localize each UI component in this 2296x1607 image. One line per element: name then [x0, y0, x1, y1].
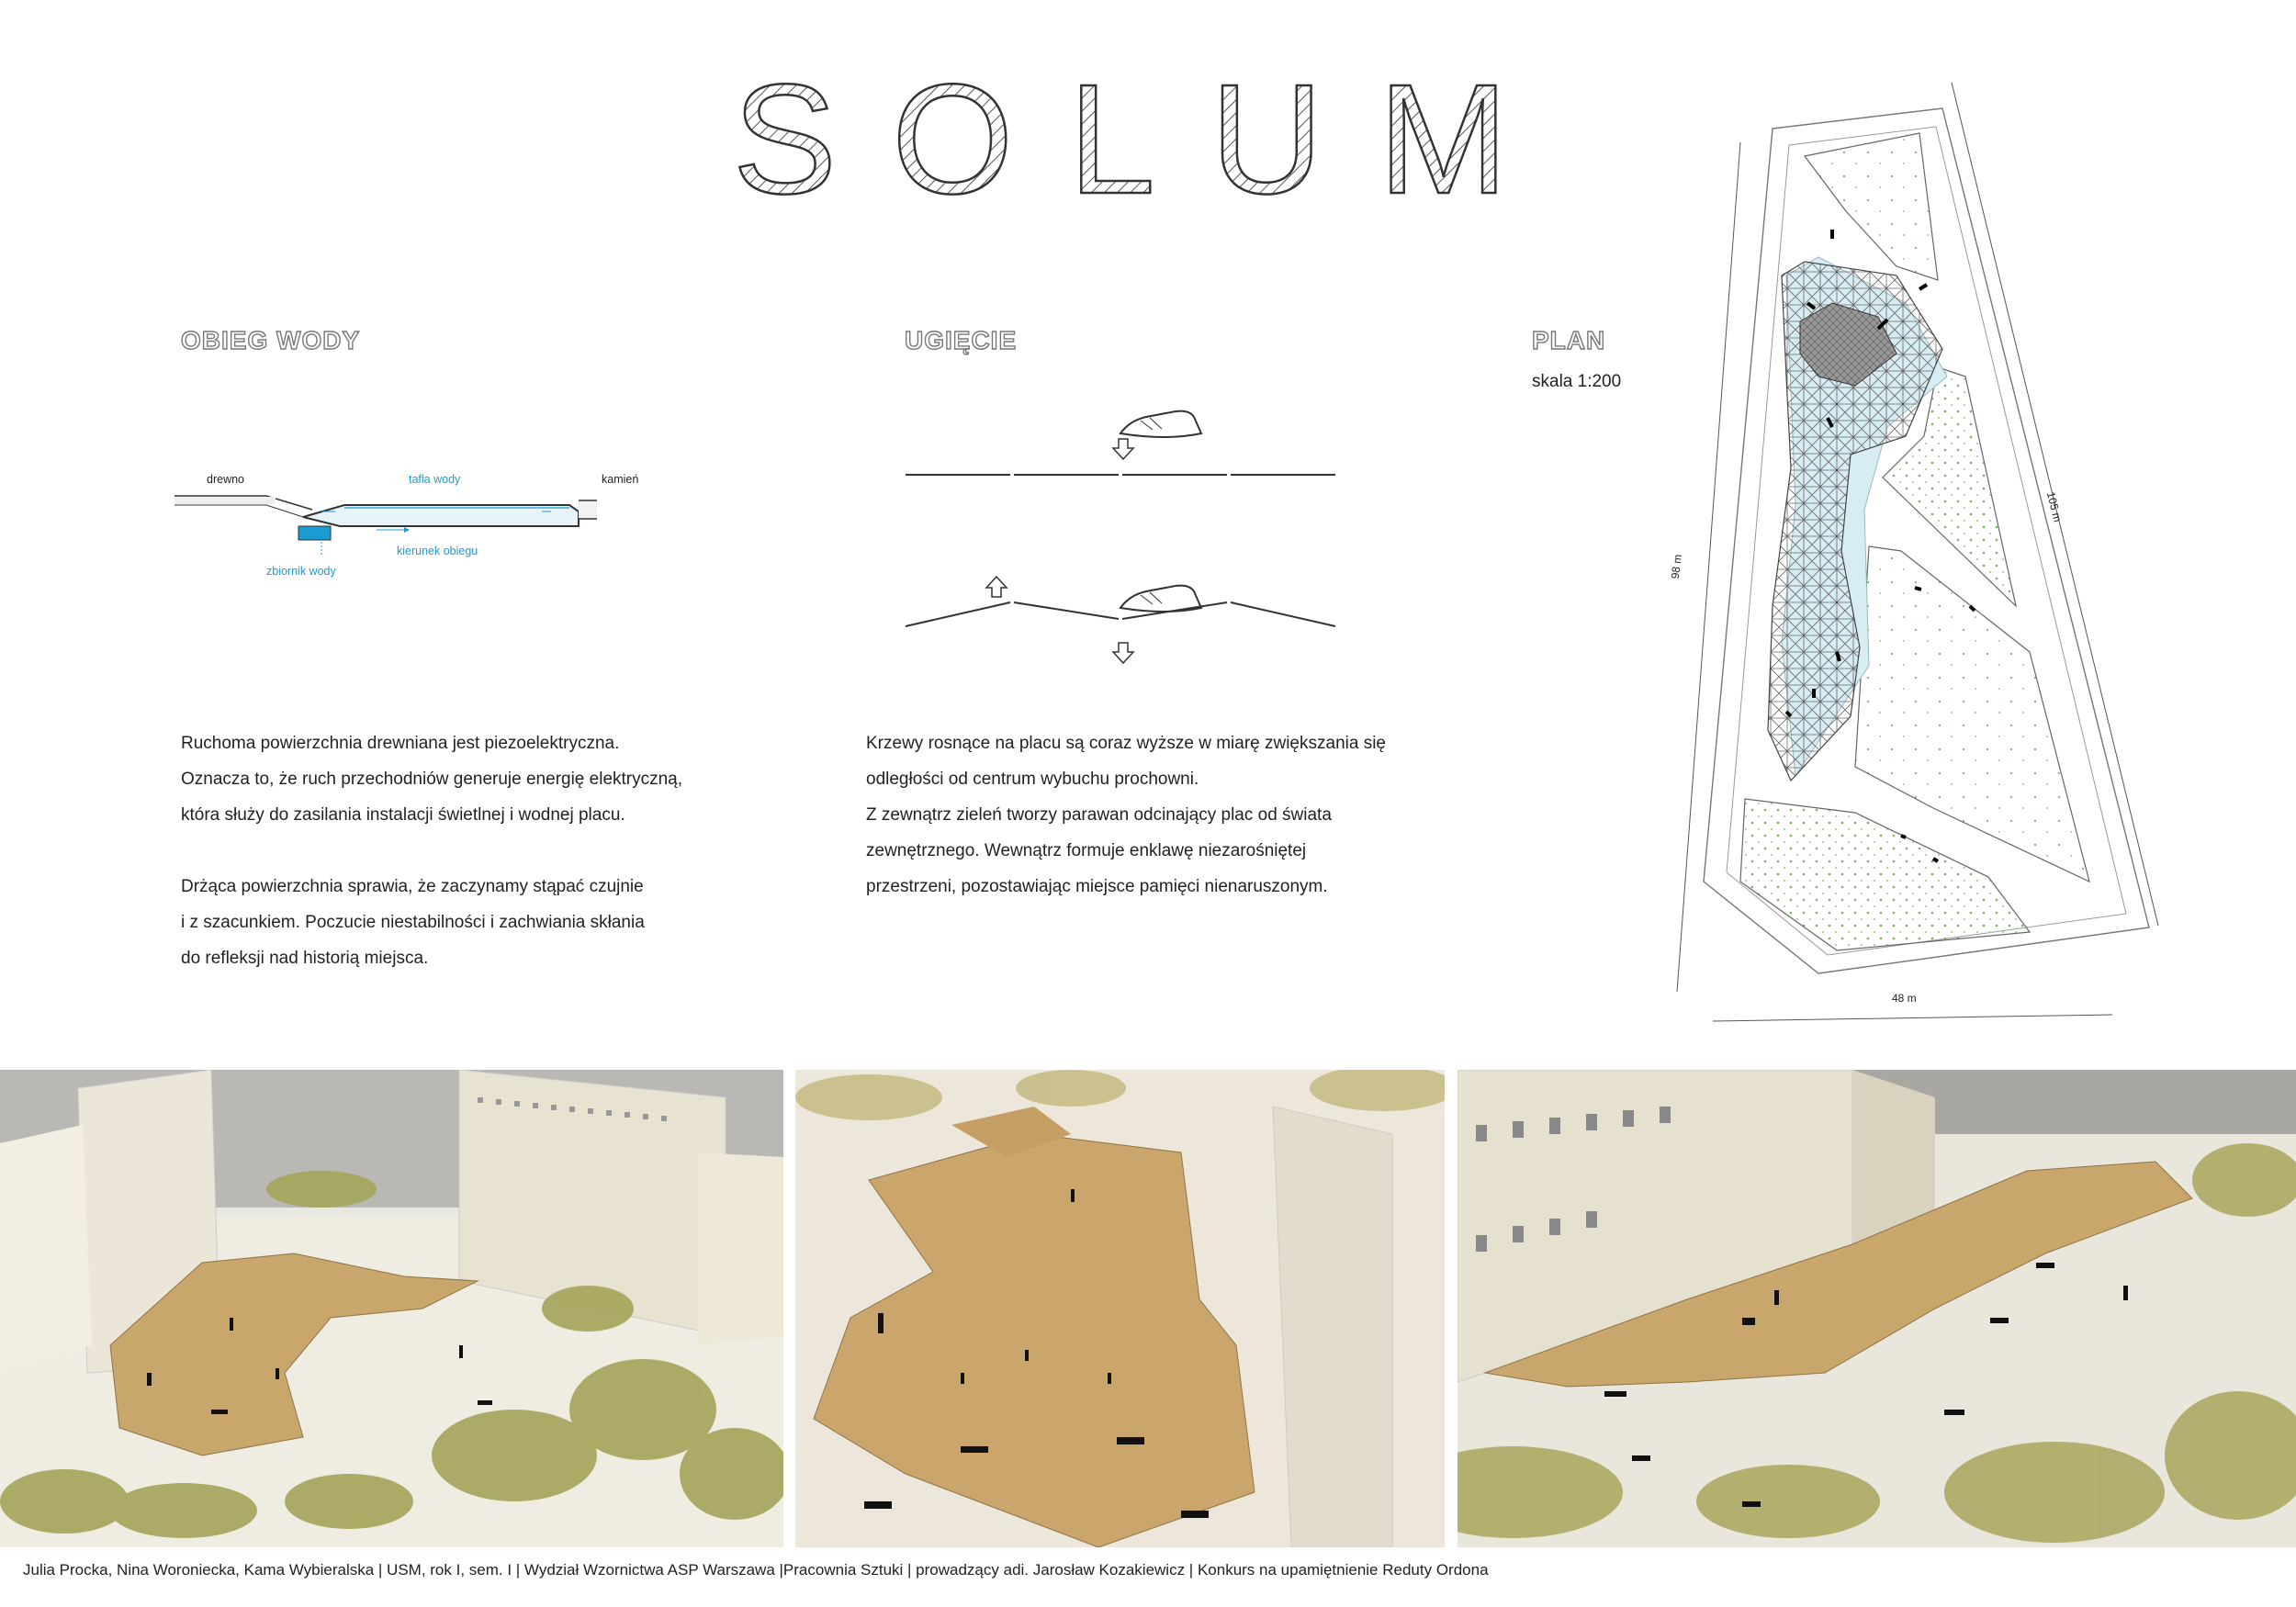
- text-line: Krzewy rosnące na placu są coraz wyższe …: [866, 734, 1386, 753]
- model-photo-1: [0, 1070, 783, 1547]
- shoe-icon-bottom: [1119, 584, 1203, 612]
- heading-plan: PLAN: [1531, 325, 1606, 354]
- label-water-surface: tafla wody: [409, 473, 461, 486]
- text-line: do refleksji nad historią miejsca.: [181, 949, 429, 968]
- water-cycle-diagram: drewno tafla wody kamień kierunek obiegu…: [174, 464, 638, 592]
- text-shrubs-description: Krzewy rosnące na placu są coraz wyższe …: [866, 725, 1454, 905]
- title-text: SOLUM: [735, 55, 1561, 220]
- shoe-icon-top: [1119, 410, 1203, 438]
- text-line: Z zewnątrz zieleń tworzy parawan odcinaj…: [866, 805, 1332, 825]
- text-line: Drżąca powierzchnia sprawia, że zaczynam…: [181, 877, 644, 896]
- label-circulation: kierunek obiegu: [397, 545, 478, 557]
- label-stone: kamień: [602, 473, 639, 486]
- text-line: zewnętrznego. Wewnątrz formuje enklawę n…: [866, 841, 1307, 860]
- text-water-description: Ruchoma powierzchnia drewniana jest piez…: [181, 725, 778, 976]
- deflection-diagram: [905, 410, 1336, 665]
- text-line: Ruchoma powierzchnia drewniana jest piez…: [181, 734, 620, 753]
- arrow-down-icon: [1111, 642, 1135, 665]
- model-photo-3: [1458, 1070, 2296, 1547]
- heading-deflection: UGIĘCIE: [904, 325, 1018, 354]
- heading-water-cycle: OBIEG WODY: [180, 325, 361, 354]
- text-line: i z szacunkiem. Poczucie niestabilności …: [181, 913, 645, 932]
- arrow-up-icon: [985, 575, 1008, 598]
- text-line: przestrzeni, pozostawiając miejsce pamię…: [866, 877, 1328, 896]
- text-line: Oznacza to, że ruch przechodniów generuj…: [181, 770, 683, 789]
- arrow-down-icon: [1111, 438, 1135, 461]
- label-tank: zbiornik wody: [266, 565, 336, 578]
- text-line: odległości od centrum wybuchu prochowni.: [866, 770, 1199, 789]
- site-plan: 98 m 105 m 48 m: [1669, 73, 2167, 1038]
- text-line: która służy do zasilania instalacji świe…: [181, 805, 625, 825]
- plan-scale: skala 1:200: [1532, 372, 1622, 391]
- dimension-bottom: 48 m: [1892, 992, 1917, 1005]
- model-photo-2: [795, 1070, 1445, 1547]
- footer-credits: Julia Procka, Nina Woroniecka, Kama Wybi…: [23, 1561, 1489, 1579]
- label-wood: drewno: [207, 473, 244, 486]
- page-title: SOLUM: [735, 55, 1561, 220]
